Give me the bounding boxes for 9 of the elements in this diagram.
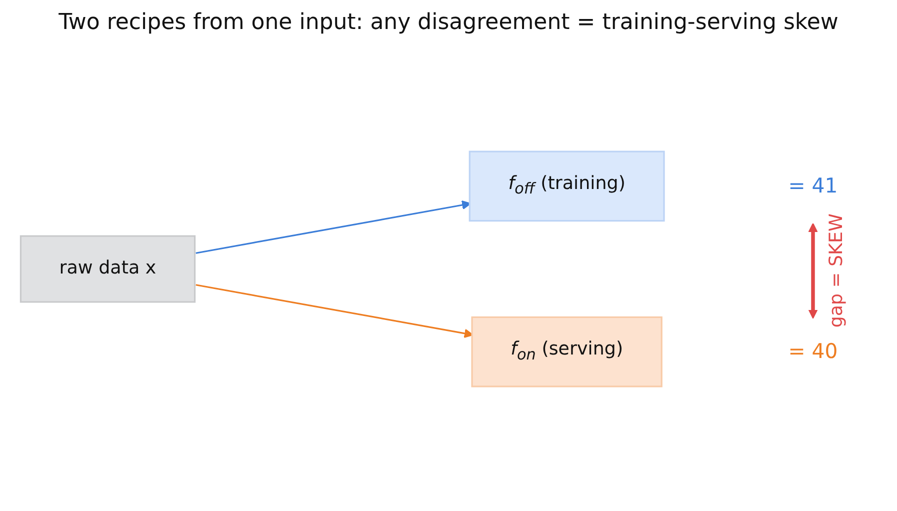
node-box: f$_{off}$ (training) [468, 150, 665, 222]
node-text: = 40 [788, 340, 838, 364]
diagram-title: Two recipes from one input: any disagreement = training-serving skew [58, 9, 840, 37]
node-box: raw data x [20, 235, 196, 303]
arrow [808, 222, 818, 319]
node-box: f$_{on}$ (serving) [471, 316, 662, 388]
edge-label: gap = SKEW [826, 214, 848, 328]
node-text: = 41 [788, 174, 838, 198]
arrow [196, 284, 474, 338]
